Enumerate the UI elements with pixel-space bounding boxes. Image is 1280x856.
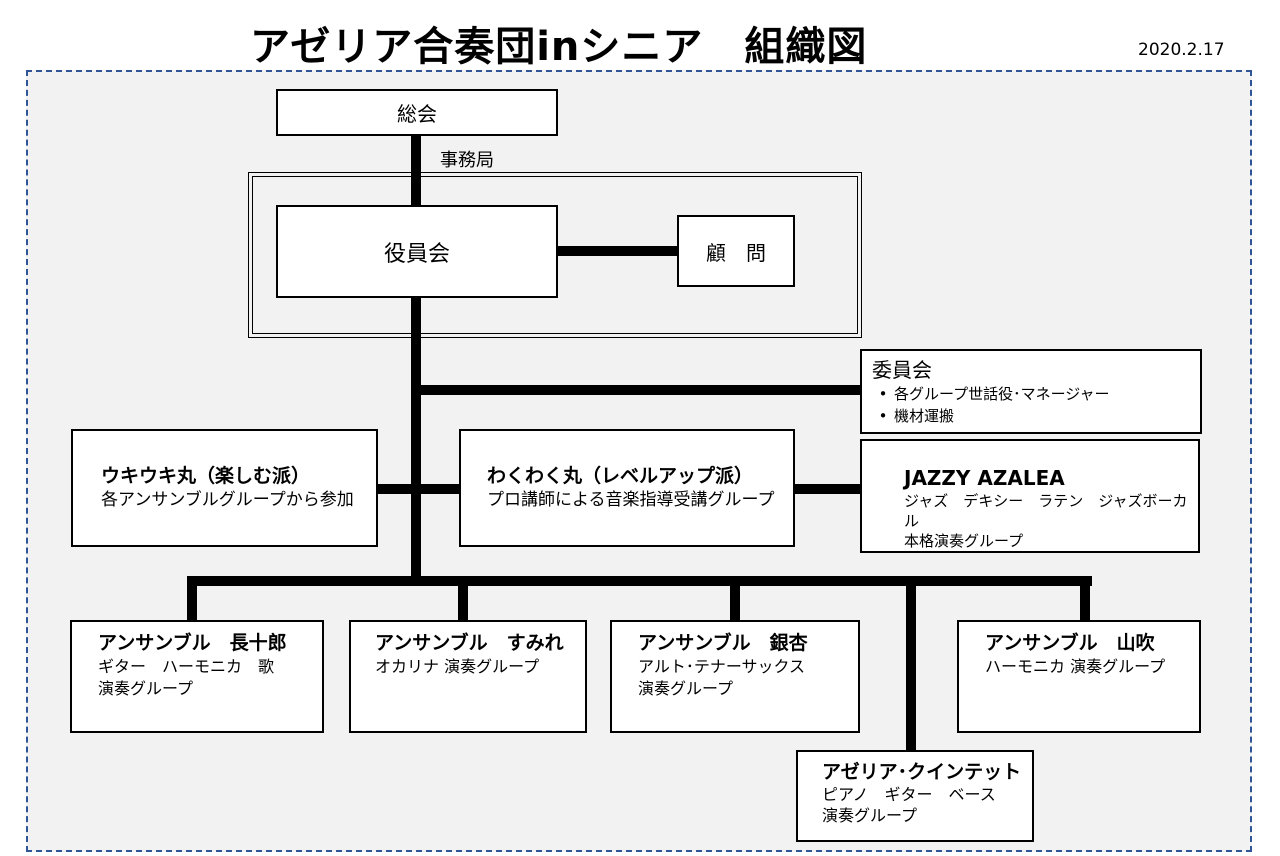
- committee-item: 各グループ世話役･マネージャー: [872, 383, 1200, 405]
- connector-choujuro: [187, 576, 197, 624]
- wakuwaku-desc: プロ講師による音楽指導受講グループ: [487, 490, 775, 510]
- committee-item: 機材運搬: [872, 405, 1200, 427]
- ensemble-quintet-name: アゼリア･クインテット: [822, 761, 1022, 783]
- jazzy-desc-2: 本格演奏グループ: [904, 532, 1024, 550]
- jazzy-name: JAZZY AZALEA: [904, 466, 1065, 490]
- connector-jazzy: [792, 484, 864, 494]
- ensemble-quintet-desc-2: 演奏グループ: [822, 806, 918, 825]
- connector-ginkgo: [730, 576, 740, 624]
- advisor-label: 顧 問: [706, 240, 766, 265]
- ensemble-quintet-box: アゼリア･クインテット ピアノ ギター ベース 演奏グループ: [796, 750, 1034, 842]
- ukiuki-box: ウキウキ丸（楽しむ派） 各アンサンブルグループから参加: [71, 429, 378, 547]
- jazzy-desc-1: ジャズ デキシー ラテン ジャズボーカル: [904, 492, 1188, 530]
- ensemble-ginkgo-desc-2: 演奏グループ: [638, 679, 734, 698]
- connector-committee: [421, 385, 862, 395]
- ensemble-yamabuki-name: アンサンブル 山吹: [985, 632, 1155, 654]
- wakuwaku-box: わくわく丸（レベルアップ派） プロ講師による音楽指導受講グループ: [459, 429, 795, 547]
- ensemble-quintet-desc-1: ピアノ ギター ベース: [822, 785, 996, 804]
- connector-quintet: [906, 576, 916, 754]
- wakuwaku-name: わくわく丸（レベルアップ派）: [487, 465, 754, 487]
- committee-box: 委員会 各グループ世話役･マネージャー 機材運搬: [860, 349, 1202, 434]
- ensemble-choujuro-box: アンサンブル 長十郎 ギター ハーモニカ 歌 演奏グループ: [70, 620, 324, 733]
- general-meeting-box: 総会: [276, 89, 558, 136]
- ukiuki-desc: 各アンサンブルグループから参加: [101, 490, 354, 510]
- ensemble-ginkgo-name: アンサンブル 銀杏: [638, 632, 808, 654]
- connector-board-advisor: [556, 246, 680, 256]
- secretariat-label: 事務局: [440, 150, 494, 171]
- ensemble-yamabuki-box: アンサンブル 山吹 ハーモニカ 演奏グループ: [957, 620, 1201, 733]
- ensemble-sumire-desc-1: オカリナ 演奏グループ: [375, 657, 540, 676]
- ensemble-sumire-name: アンサンブル すみれ: [375, 632, 564, 654]
- connector-main-vertical: [411, 134, 421, 584]
- page-title: アゼリア合奏団inシニア 組織図: [250, 24, 868, 70]
- connector-ukiuki: [376, 484, 461, 494]
- connector-sumire: [458, 576, 468, 624]
- ensemble-sumire-box: アンサンブル すみれ オカリナ 演奏グループ: [349, 620, 587, 733]
- board-label: 役員会: [383, 241, 450, 267]
- general-meeting-label: 総会: [397, 102, 437, 126]
- ensemble-yamabuki-desc-1: ハーモニカ 演奏グループ: [985, 657, 1166, 676]
- jazzy-box: JAZZY AZALEA ジャズ デキシー ラテン ジャズボーカル 本格演奏グル…: [860, 439, 1200, 553]
- ensemble-choujuro-desc-2: 演奏グループ: [98, 679, 194, 698]
- date-label: 2020.2.17: [1138, 40, 1225, 60]
- connector-yamabuki: [1080, 576, 1090, 624]
- ensemble-choujuro-name: アンサンブル 長十郎: [98, 632, 287, 654]
- committee-items: 各グループ世話役･マネージャー 機材運搬: [872, 383, 1200, 427]
- committee-title: 委員会: [872, 358, 932, 382]
- connector-ensemble-bus: [187, 576, 1092, 586]
- ensemble-choujuro-desc-1: ギター ハーモニカ 歌: [98, 657, 275, 676]
- advisor-box: 顧 問: [677, 215, 795, 287]
- ensemble-ginkgo-box: アンサンブル 銀杏 アルト･テナーサックス 演奏グループ: [610, 620, 860, 733]
- ensemble-ginkgo-desc-1: アルト･テナーサックス: [638, 657, 806, 676]
- board-box: 役員会: [276, 205, 558, 298]
- ukiuki-name: ウキウキ丸（楽しむ派）: [101, 465, 311, 487]
- secretariat-frame: [248, 172, 862, 338]
